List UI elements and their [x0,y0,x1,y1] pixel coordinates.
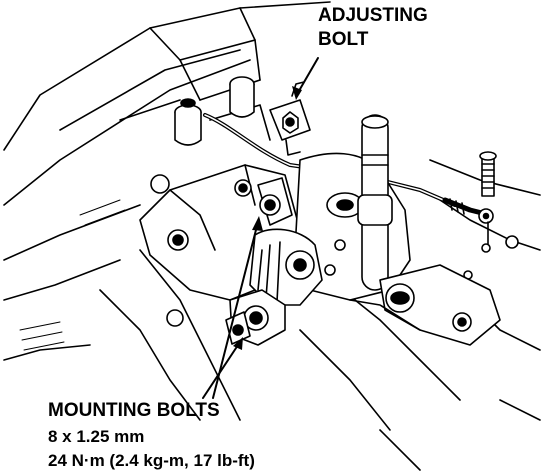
right-bolt-stack [463,151,519,280]
mounting-bolts-size: 8 x 1.25 mm [48,427,145,446]
arrowhead-lower [233,337,243,350]
adjusting-bolt-label-line2: BOLT [318,29,369,50]
mounting-leader-upper [212,221,259,399]
head-bolt-left [174,98,202,146]
lower-bracket-plate [349,264,501,346]
adjusting-bolt-assembly [269,81,311,156]
callout-arrowheads [233,86,302,350]
arrowhead-adjusting [292,86,302,100]
lower-mounting-bolt [225,289,286,346]
upper-mounting-bolt [257,177,293,226]
mounting-bolts-torque: 24 N·m (2.4 kg-m, 17 lb-ft) [48,451,255,470]
head-bolt-right [229,76,255,118]
adjusting-bolt-label-line1: ADJUSTING [318,5,428,26]
arrowhead-upper [252,216,263,231]
mounting-bolts-title: MOUNTING BOLTS [48,400,220,421]
coolant-hose [357,114,393,291]
engine-block-outline [3,1,541,471]
mounting-leader-lower [202,341,241,399]
